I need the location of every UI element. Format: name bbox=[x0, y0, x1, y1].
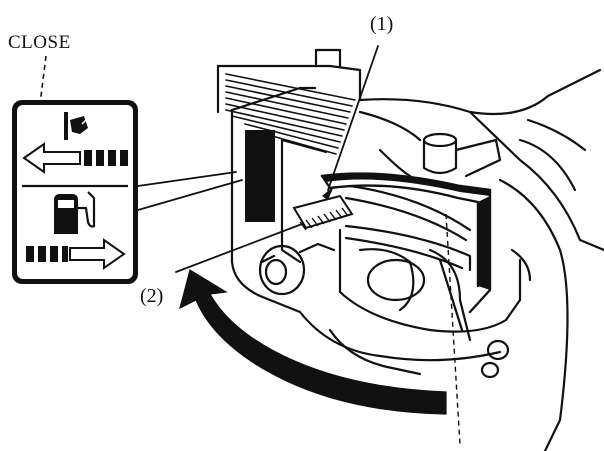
arrow-left-icon bbox=[22, 142, 128, 174]
arrow-right-icon bbox=[26, 238, 126, 270]
lever-frame-fill bbox=[322, 173, 490, 290]
legend-panel bbox=[12, 100, 138, 284]
leader-lines bbox=[137, 45, 379, 273]
callout-1-label: (1) bbox=[370, 13, 393, 35]
fuel-lever bbox=[292, 194, 354, 231]
fuel-pump-icon bbox=[54, 191, 96, 234]
close-label: CLOSE bbox=[8, 32, 71, 53]
center-dashed-line bbox=[445, 213, 461, 446]
rotation-arrow bbox=[179, 269, 447, 415]
fuel-shutoff-icon bbox=[64, 112, 88, 140]
callout-2-label: (2) bbox=[140, 285, 163, 307]
cooling-fins bbox=[225, 73, 356, 155]
